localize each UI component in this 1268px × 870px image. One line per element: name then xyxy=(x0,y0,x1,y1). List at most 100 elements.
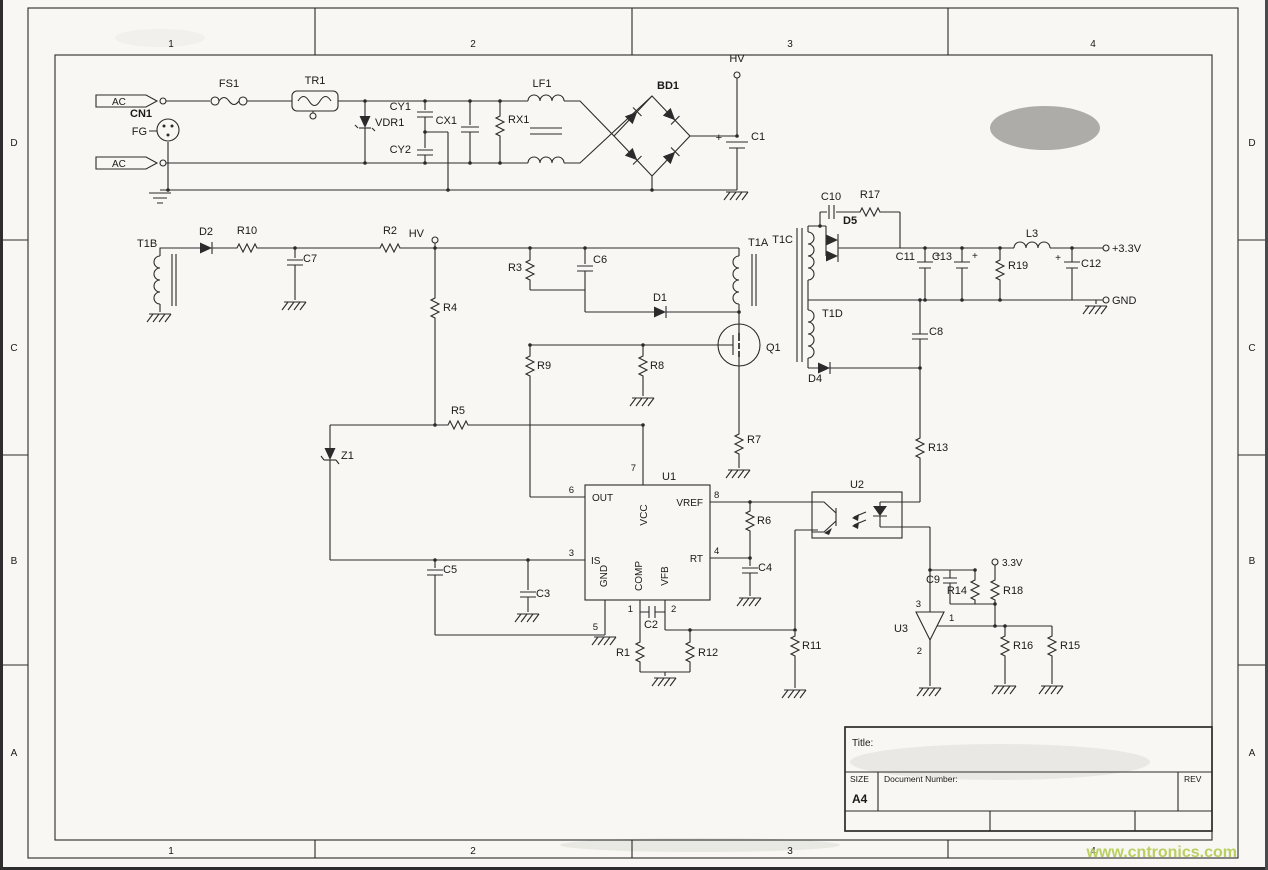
label-cn1: CN1 xyxy=(130,108,152,120)
label-fs1: FS1 xyxy=(219,78,239,90)
u1-pin6-number: 6 xyxy=(569,485,574,496)
label-t1c: T1C xyxy=(772,234,793,246)
u3-body xyxy=(915,611,945,642)
label-q1: Q1 xyxy=(766,342,781,354)
u3-pin1-number: 1 xyxy=(949,613,954,624)
frame-col-1-top: 1 xyxy=(168,39,174,50)
u3-pin3-number: 3 xyxy=(916,599,921,610)
label-r5: R5 xyxy=(451,405,465,417)
u1-pin-gnd: GND xyxy=(599,565,610,587)
label-r3: R3 xyxy=(508,262,522,274)
u1-pin-comp: COMP xyxy=(634,561,645,591)
frame-col-1-bottom: 1 xyxy=(168,846,174,857)
u1-pin4-number: 4 xyxy=(714,546,719,557)
label-c1-plus: + xyxy=(716,132,722,144)
junction-dots xyxy=(166,99,1074,632)
label-u1: U1 xyxy=(662,471,676,483)
label-r17: R17 xyxy=(860,189,880,201)
label-lf1: LF1 xyxy=(533,78,552,90)
frame-col-3-bottom: 3 xyxy=(787,846,793,857)
component-tr1: TR1 xyxy=(291,75,339,120)
drawing-frame: 1 2 3 4 1 2 3 4 D C B A D C B A xyxy=(3,7,1265,859)
label-d4: D4 xyxy=(808,373,822,385)
u1-pin-is: IS xyxy=(591,556,601,567)
frame-row-c-right: C xyxy=(1248,343,1255,354)
label-c1: C1 xyxy=(751,131,765,143)
label-ac-neutral: AC xyxy=(112,159,126,170)
ac-input-section: AC AC CN1 FG FS1 TR1 VDR1 CY1 CY2 CX1 xyxy=(95,53,765,204)
label-c4: C4 xyxy=(758,562,772,574)
label-r16: R16 xyxy=(1013,640,1033,652)
label-tr1: TR1 xyxy=(305,75,326,87)
label-c3: C3 xyxy=(536,588,550,600)
u1-pin5-number: 5 xyxy=(593,622,598,633)
label-c5: C5 xyxy=(443,564,457,576)
optocoupler-u2: U2 xyxy=(811,479,903,539)
u1-pin1-number: 1 xyxy=(628,604,633,615)
label-r2: R2 xyxy=(383,225,397,237)
u1-pin-vfb: VFB xyxy=(660,566,671,586)
frame-col-4-top: 4 xyxy=(1090,39,1096,50)
label-r19: R19 xyxy=(1008,260,1028,272)
label-r1: R1 xyxy=(616,647,630,659)
label-c11: C11 xyxy=(896,251,915,263)
u1-pin8-number: 8 xyxy=(714,490,719,501)
scan-artifacts xyxy=(115,29,1150,852)
label-bd1: BD1 xyxy=(657,80,679,92)
label-cy2: CY2 xyxy=(390,144,411,156)
ac-line-connector xyxy=(95,94,159,108)
component-z1: Z1 xyxy=(320,447,354,465)
label-d1: D1 xyxy=(653,292,667,304)
frame-row-b-right: B xyxy=(1249,556,1256,567)
component-lf1: LF1 xyxy=(527,78,565,164)
label-r8: R8 xyxy=(650,360,664,372)
label-c6: C6 xyxy=(593,254,607,266)
label-r9: R9 xyxy=(537,360,551,372)
label-t1b: T1B xyxy=(137,238,157,250)
title-label: Title: xyxy=(852,738,873,749)
output-section: T1C T1D D5 C10 R17 C11 + C13 + R19 L3 + … xyxy=(772,189,1142,502)
label-r6: R6 xyxy=(757,515,771,527)
label-r12: R12 xyxy=(698,647,718,659)
label-c9: C9 xyxy=(926,574,940,586)
label-l3: L3 xyxy=(1026,228,1038,240)
u1-body xyxy=(584,484,711,601)
label-d2: D2 xyxy=(199,226,213,238)
label-c8: C8 xyxy=(929,326,943,338)
label-vdr1: VDR1 xyxy=(375,117,404,129)
u1-pin-vcc: VCC xyxy=(639,504,650,525)
frame-col-2-top: 2 xyxy=(470,39,476,50)
u1-pin-vref: VREF xyxy=(676,498,703,509)
label-c13: C13 xyxy=(932,251,952,263)
watermark: www.cntronics.com xyxy=(1085,844,1237,861)
label-ac-line: AC xyxy=(112,97,126,108)
rev-label: REV xyxy=(1184,774,1202,784)
frame-row-d-left: D xyxy=(10,138,17,149)
frame-row-a-left: A xyxy=(11,748,18,759)
label-cx1: CX1 xyxy=(436,115,457,127)
label-r7: R7 xyxy=(747,434,761,446)
u2-body xyxy=(811,491,903,539)
u1-pin7-number: 7 xyxy=(631,463,636,474)
label-hv-bulk: HV xyxy=(729,53,745,65)
label-r13: R13 xyxy=(928,442,948,454)
label-c12: C12 xyxy=(1081,258,1101,270)
cn1-connector-body xyxy=(156,118,180,142)
label-c2: C2 xyxy=(644,619,658,631)
u3-pin2-number: 2 xyxy=(917,646,922,657)
label-t1d: T1D xyxy=(822,308,843,320)
label-v33-fb: 3.3V xyxy=(1002,558,1023,569)
label-c13-plus: + xyxy=(972,251,978,262)
label-u3: U3 xyxy=(894,623,908,635)
frame-row-a-right: A xyxy=(1249,748,1256,759)
component-fs1: FS1 xyxy=(210,78,248,106)
label-d5: D5 xyxy=(843,215,857,227)
label-t1a: T1A xyxy=(748,237,769,249)
label-z1: Z1 xyxy=(341,450,354,462)
label-cy1: CY1 xyxy=(390,101,411,113)
label-r4: R4 xyxy=(443,302,457,314)
primary-section: T1B D2 R10 C7 R2 HV R4 R5 Z1 R3 C6 D1 xyxy=(137,225,781,560)
